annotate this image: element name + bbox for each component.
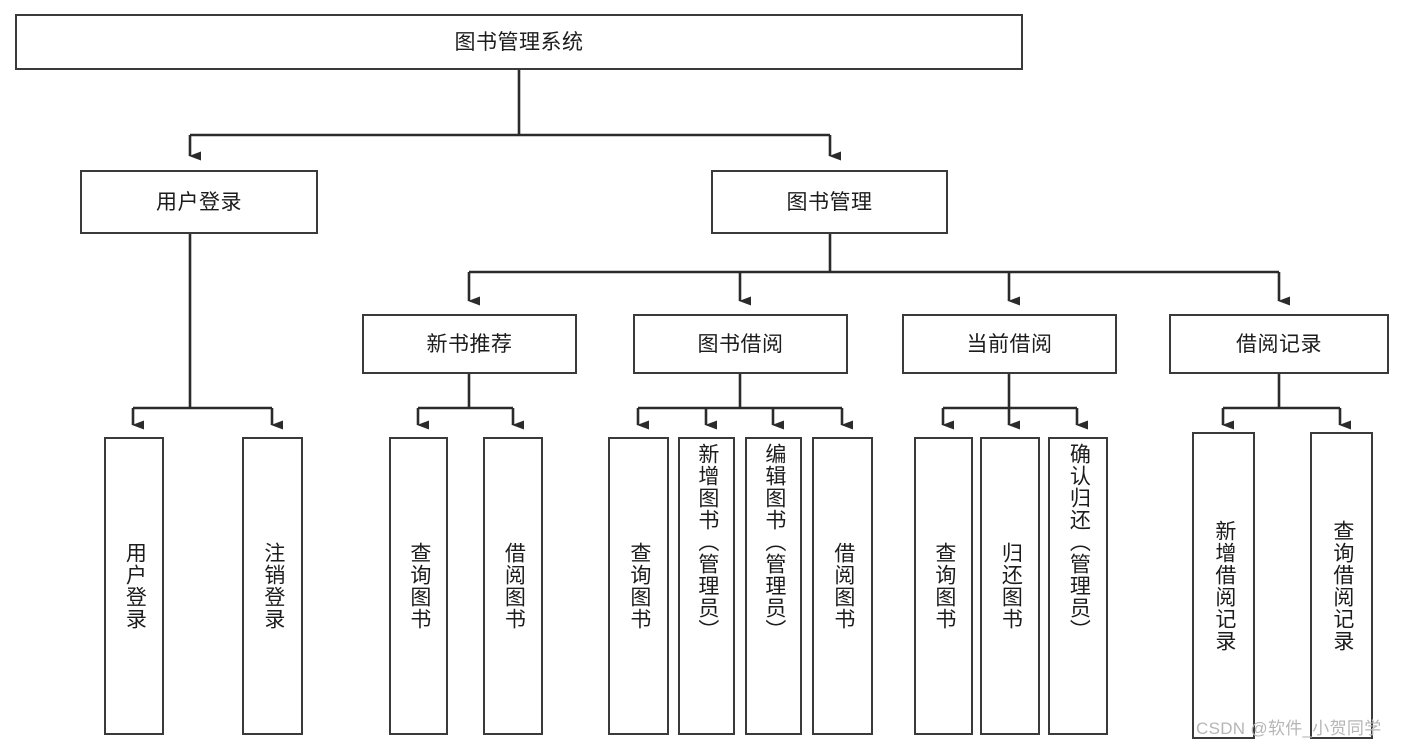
node-label: 归还图书	[999, 542, 1023, 630]
leaf-add-borrow-record[interactable]: 新增借阅记录	[1192, 432, 1255, 739]
node-book-borrow[interactable]: 图书借阅	[633, 314, 848, 374]
node-label: 编辑图书（管理员）	[762, 443, 786, 641]
node-label: 图书管理系统	[454, 30, 584, 54]
leaf-logout-login[interactable]: 注销登录	[242, 437, 303, 735]
node-user-login[interactable]: 用户登录	[80, 170, 318, 234]
leaf-confirm-return-admin[interactable]: 确认归还（管理员）	[1048, 437, 1108, 735]
node-label: 确认归还（管理员）	[1067, 443, 1091, 641]
leaf-query-book-recommend[interactable]: 查询图书	[389, 437, 448, 735]
node-label: 图书借阅	[697, 332, 784, 356]
leaf-edit-book-admin[interactable]: 编辑图书（管理员）	[745, 437, 802, 735]
node-label: 用户登录	[123, 542, 147, 630]
node-book-management-system[interactable]: 图书管理系统	[15, 14, 1023, 70]
node-label: 借阅记录	[1236, 332, 1322, 356]
node-label: 注销登录	[261, 542, 285, 630]
leaf-query-borrow-record[interactable]: 查询借阅记录	[1310, 432, 1373, 739]
node-label: 新增借阅记录	[1212, 519, 1236, 652]
node-label: 查询图书	[627, 542, 651, 630]
leaf-borrow-book-recommend[interactable]: 借阅图书	[483, 437, 543, 735]
leaf-return-book[interactable]: 归还图书	[980, 437, 1040, 735]
node-label: 当前借阅	[966, 332, 1053, 356]
node-label: 新增图书（管理员）	[695, 443, 719, 641]
node-book-management[interactable]: 图书管理	[711, 170, 948, 234]
node-label: 用户登录	[156, 190, 242, 214]
node-new-book-recommend[interactable]: 新书推荐	[362, 314, 577, 374]
leaf-add-book-admin[interactable]: 新增图书（管理员）	[678, 437, 735, 735]
node-label: 借阅图书	[502, 542, 526, 630]
leaf-user-login[interactable]: 用户登录	[104, 437, 164, 735]
node-label: 查询图书	[407, 542, 431, 630]
node-current-borrow[interactable]: 当前借阅	[902, 314, 1117, 374]
leaf-query-book-current[interactable]: 查询图书	[914, 437, 973, 735]
node-label: 查询借阅记录	[1330, 519, 1354, 652]
node-label: 新书推荐	[426, 332, 513, 356]
node-label: 借阅图书	[831, 542, 855, 630]
leaf-borrow-book-borrow[interactable]: 借阅图书	[812, 437, 873, 735]
csdn-watermark: CSDN @软件_小贺同学	[1196, 719, 1382, 738]
node-borrow-record[interactable]: 借阅记录	[1169, 314, 1389, 374]
node-label: 查询图书	[932, 542, 956, 630]
leaf-query-book-borrow[interactable]: 查询图书	[608, 437, 669, 735]
node-label: 图书管理	[786, 190, 873, 214]
